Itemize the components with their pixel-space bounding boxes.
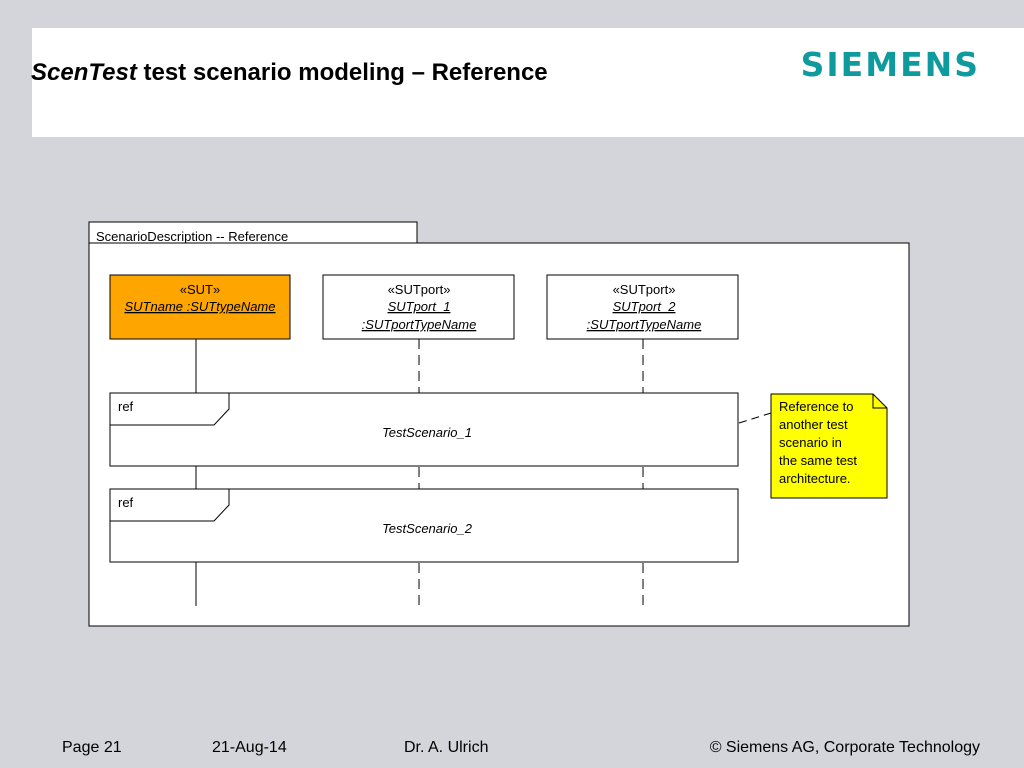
- note-line: another test: [779, 417, 848, 432]
- title-rest: test scenario modeling – Reference: [136, 59, 548, 86]
- slide-title: ScenTest test scenario modeling – Refere…: [31, 59, 548, 87]
- lifeline-stereotype: «SUTport»: [613, 282, 676, 297]
- footer-page: Page 21: [62, 739, 122, 756]
- lifeline-head-box: [546, 274, 739, 340]
- lifeline-head-sut[interactable]: «SUT» SUTname :SUTtypeName: [109, 274, 291, 340]
- comment-note[interactable]: Reference to another test scenario in th…: [770, 393, 888, 499]
- slide-header: SIEMENS: [32, 28, 1024, 137]
- note-line: the same test: [779, 453, 857, 468]
- note-fold: [872, 394, 887, 409]
- note-line: Reference to: [779, 399, 853, 414]
- lifeline-name: SUTport_2: [613, 299, 677, 314]
- lifeline-stereotype: «SUTport»: [388, 282, 451, 297]
- title-italic-part: ScenTest: [31, 59, 137, 86]
- lifeline-stereotype: «SUT»: [180, 282, 220, 297]
- footer-date: 21-Aug-14: [212, 739, 287, 756]
- note-shape: [770, 393, 888, 499]
- note-anchor-line: [738, 412, 772, 424]
- footer-author: Dr. A. Ulrich: [404, 739, 489, 756]
- ref-fragment-1[interactable]: ref TestScenario_1: [109, 392, 739, 467]
- ref-tag-pentagon: [110, 489, 230, 522]
- ref-fragment-box: [109, 488, 739, 563]
- lifeline-type: :SUTportTypeName: [362, 317, 477, 332]
- ref-scenario-name: TestScenario_1: [382, 425, 472, 440]
- lifeline-name: SUTport_1: [388, 299, 451, 314]
- ref-tag-pentagon: [110, 393, 230, 426]
- ref-scenario-name: TestScenario_2: [382, 521, 473, 536]
- ref-tag: ref: [118, 399, 134, 414]
- lifeline-name: SUTname :SUTtypeName: [125, 299, 276, 314]
- ref-fragment-2[interactable]: ref TestScenario_2: [109, 488, 739, 563]
- note-line: scenario in: [779, 435, 842, 450]
- ref-fragment-box: [109, 392, 739, 467]
- lifeline-type: :SUTportTypeName: [587, 317, 702, 332]
- lifeline-head-box: [109, 274, 291, 340]
- lifeline-head-box: [322, 274, 515, 340]
- lifeline-head-sutport-2[interactable]: «SUTport» SUTport_2 :SUTportTypeName: [546, 274, 739, 340]
- ref-tag: ref: [118, 495, 134, 510]
- lifeline-head-sutport-1[interactable]: «SUTport» SUTport_1 :SUTportTypeName: [322, 274, 515, 340]
- note-line: architecture.: [779, 471, 851, 486]
- footer-copyright: © Siemens AG, Corporate Technology: [709, 739, 980, 756]
- siemens-logo: SIEMENS: [800, 45, 980, 84]
- frame-label: ScenarioDescription -- Reference: [96, 229, 288, 244]
